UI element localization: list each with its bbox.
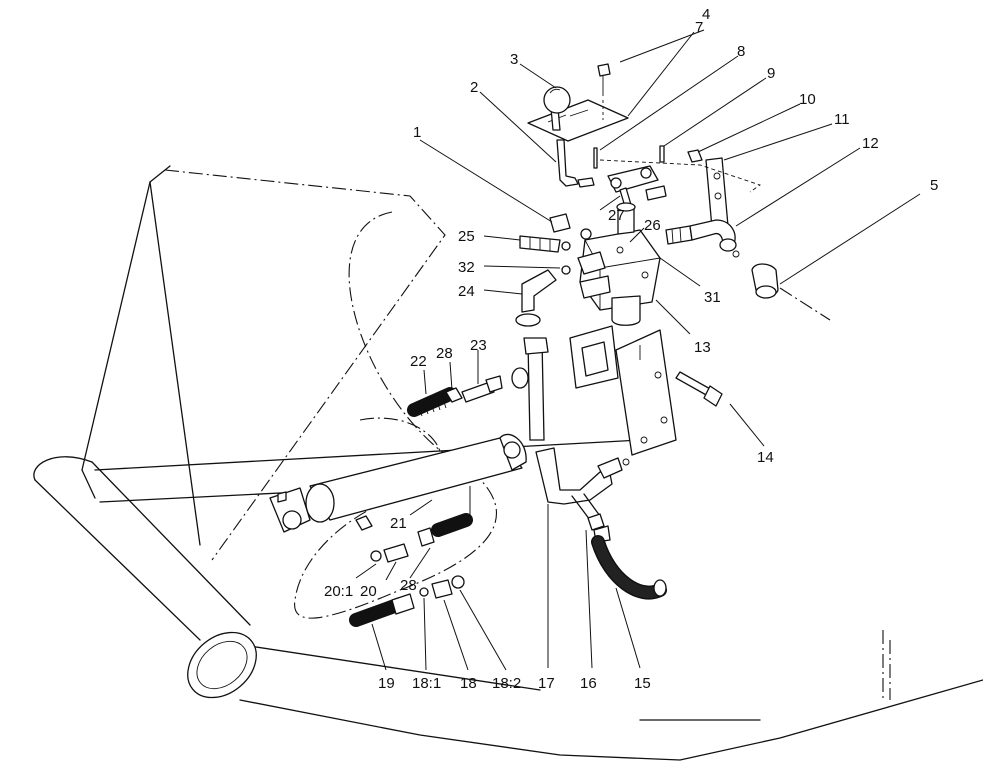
callout-11: 11	[834, 111, 850, 128]
callout-20: 20	[360, 583, 377, 600]
callout-14: 14	[757, 449, 774, 466]
callout-23: 23	[470, 337, 487, 354]
callout-32: 32	[458, 259, 475, 276]
linkage-assembly	[599, 145, 761, 229]
callout-25: 25	[458, 228, 475, 245]
callout-20-1: 20:1	[324, 583, 353, 600]
control-lever-assembly	[527, 63, 629, 188]
hydraulic-lines	[515, 269, 667, 600]
callout-2: 2	[470, 79, 478, 96]
callout-15: 15	[634, 675, 651, 692]
callout-22: 22	[410, 353, 427, 370]
callout-31: 31	[704, 289, 721, 306]
callout-18: 18	[460, 675, 477, 692]
callout-17: 17	[538, 675, 555, 692]
callout-8: 8	[737, 43, 745, 60]
callout-5: 5	[930, 177, 938, 194]
callout-28b: 28	[400, 577, 417, 594]
control-valve	[519, 202, 779, 326]
callout-24: 24	[458, 283, 475, 300]
callout-16: 16	[580, 675, 597, 692]
callout-21: 21	[390, 515, 407, 532]
callout-18-1: 18:1	[412, 675, 441, 692]
callout-3: 3	[510, 51, 518, 68]
loader-frame	[33, 165, 983, 761]
callout-9: 9	[767, 65, 775, 82]
callout-13: 13	[694, 339, 711, 356]
callout-1: 1	[413, 124, 421, 141]
callout-18-2: 18:2	[492, 675, 521, 692]
hydraulic-cylinder	[269, 433, 527, 533]
callout-4: 4	[702, 6, 710, 23]
leader-lines	[355, 29, 921, 671]
callout-10: 10	[799, 91, 816, 108]
callout-28a: 28	[436, 345, 453, 362]
callout-27: 27	[608, 207, 625, 224]
mounting-bracket	[569, 325, 723, 456]
callout-19: 19	[378, 675, 395, 692]
callout-7: 7	[695, 19, 703, 36]
callout-26: 26	[644, 217, 661, 234]
callout-12: 12	[862, 135, 879, 152]
fittings-group	[349, 367, 529, 627]
